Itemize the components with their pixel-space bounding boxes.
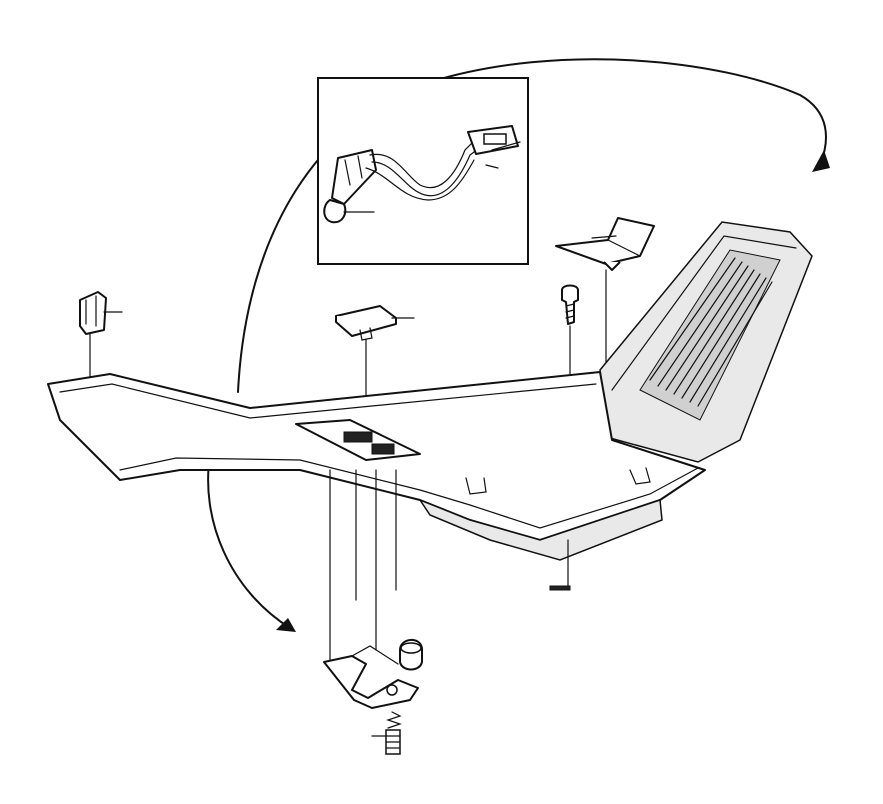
- cover-plate-right: [555, 217, 655, 451]
- nut: [399, 639, 423, 671]
- bracket: [323, 645, 419, 709]
- inset-box: [317, 77, 529, 265]
- console-panel: [47, 221, 813, 661]
- lamp-socket-with-wire-harness: [323, 125, 521, 224]
- curved-arrow-upper: [237, 58, 830, 393]
- spring: [386, 711, 402, 729]
- curved-arrow-lower: [207, 454, 296, 632]
- label-text-block: [639, 249, 781, 421]
- bolt: [371, 729, 401, 755]
